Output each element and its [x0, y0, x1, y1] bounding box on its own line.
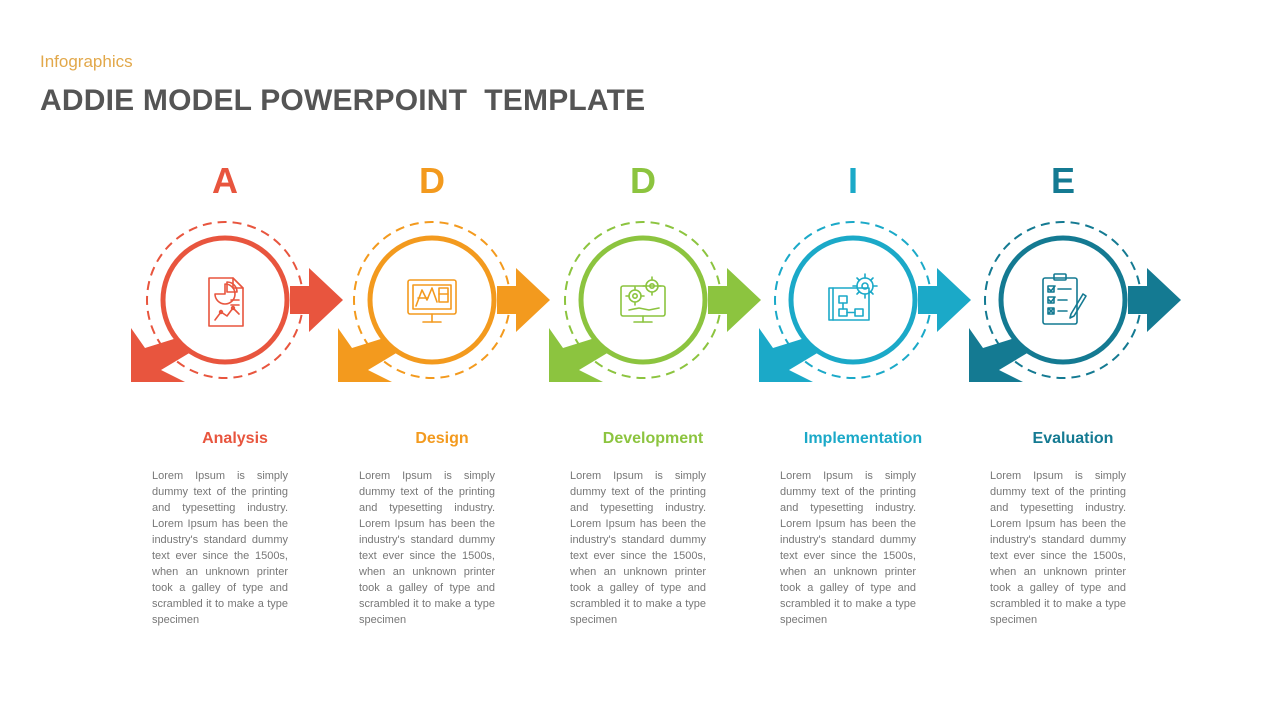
arrow-down-left-icon [969, 328, 1029, 382]
design-monitor-icon [407, 279, 457, 323]
analysis-report-icon [208, 277, 244, 327]
slide-subtitle: Infographics [40, 52, 133, 71]
arrow-down-left-icon [338, 328, 398, 382]
arrow-down-left-icon [549, 328, 609, 382]
arrow-down-left-icon [131, 328, 191, 382]
slide-title: ADDIE MODEL POWERPOINT TEMPLATE [40, 84, 646, 117]
arrow-right-icon [918, 268, 971, 332]
stage-description: Lorem Ipsum is simply dummy text of the … [990, 470, 1126, 626]
stage-name: Evaluation [1032, 430, 1114, 447]
stage-letter: A [212, 160, 238, 201]
stage-cycle-graphic [969, 221, 1181, 382]
arrow-right-icon [290, 268, 343, 332]
stage-letter: D [419, 160, 445, 201]
inner-ring [578, 235, 708, 365]
arrow-down-left-icon [759, 328, 819, 382]
stage-description: Lorem Ipsum is simply dummy text of the … [570, 470, 706, 626]
stage-name: Analysis [202, 430, 268, 447]
stage-description: Lorem Ipsum is simply dummy text of the … [152, 470, 288, 626]
stage-cycle-graphic [338, 221, 550, 382]
stage-name: Design [415, 430, 469, 447]
stage-cycle-graphic [759, 221, 971, 382]
arrow-right-icon [497, 268, 550, 332]
inner-ring [788, 235, 918, 365]
stage-cycle-graphic [549, 221, 761, 382]
arrow-right-icon [708, 268, 761, 332]
stage-description: Lorem Ipsum is simply dummy text of the … [359, 470, 495, 626]
stage-description: Lorem Ipsum is simply dummy text of the … [780, 470, 916, 626]
stage-letter: E [1050, 160, 1075, 201]
stage-letter: I [847, 160, 858, 201]
stage-letter: D [630, 160, 656, 201]
evaluation-checklist-icon [1042, 273, 1087, 325]
stage-name: Development [602, 430, 704, 447]
stage-cycle-graphic [131, 221, 343, 382]
stage-name: Implementation [803, 430, 923, 447]
implementation-blueprint-icon [828, 273, 878, 321]
development-gears-icon [620, 276, 666, 323]
inner-ring [160, 235, 290, 365]
inner-ring [367, 235, 497, 365]
arrow-right-icon [1128, 268, 1181, 332]
